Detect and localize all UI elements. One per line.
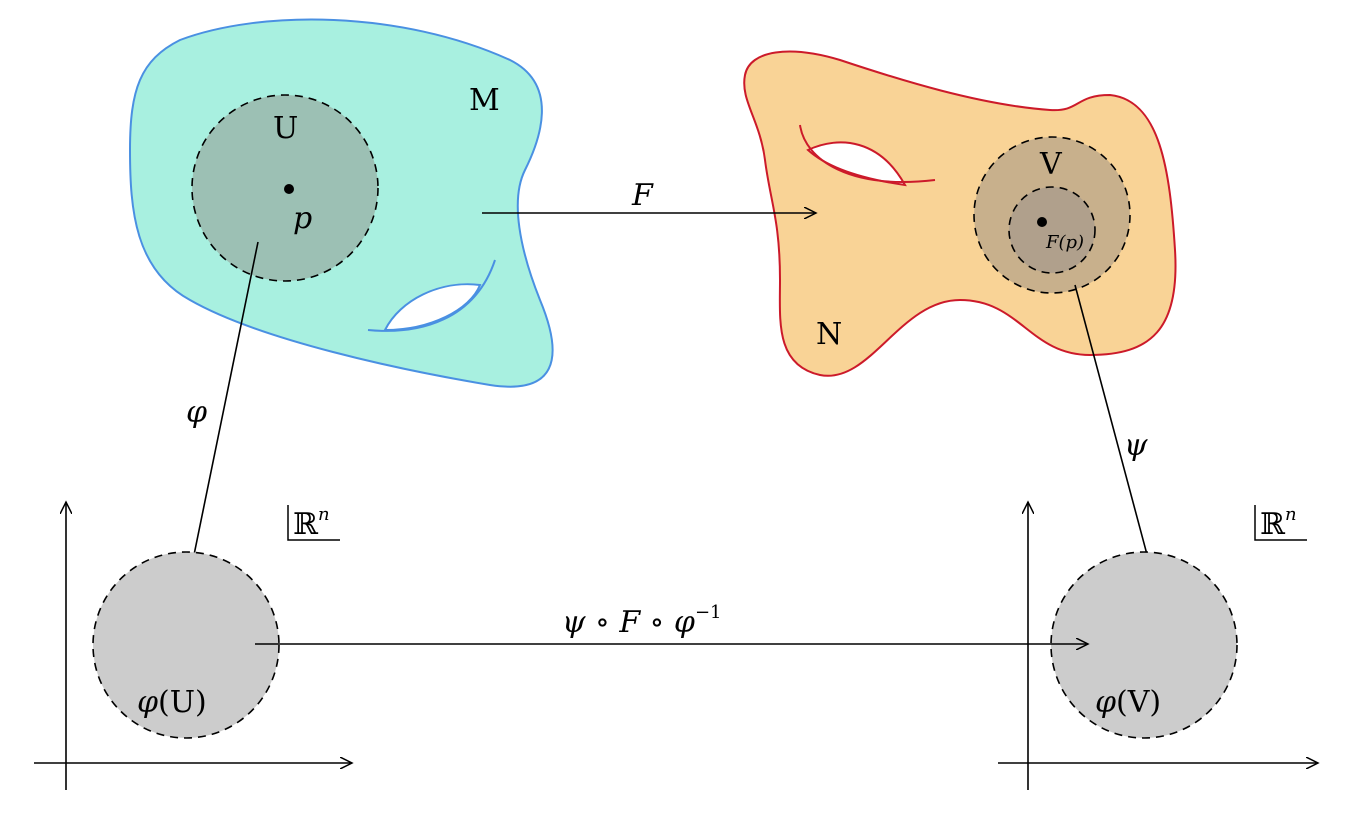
map-f-label: F	[631, 178, 654, 213]
point-fp-dot	[1037, 217, 1047, 227]
point-fp-label: F(p)	[1045, 232, 1084, 253]
image-of-u-label: φ(U)	[137, 685, 207, 720]
manifold-n-hole	[806, 141, 907, 187]
space-left-corner	[287, 505, 340, 541]
open-set-u-label: U	[273, 111, 298, 146]
point-p-dot	[284, 184, 294, 194]
manifold-n-shape	[743, 50, 1177, 377]
space-right-label: ℝn	[1260, 504, 1297, 542]
chart-psi-arrow	[1074, 284, 1157, 592]
point-p-label: p	[293, 201, 312, 236]
transition-map-label: ψ ∘ F ∘ φ−1	[562, 602, 721, 640]
manifold-n-label: N	[816, 317, 842, 352]
image-of-u	[92, 551, 280, 739]
chart-psi-label: ψ	[1124, 428, 1148, 463]
image-neighborhood	[1008, 186, 1096, 274]
image-of-v	[1050, 551, 1238, 739]
manifold-m-hole	[383, 283, 482, 332]
space-right-corner	[1254, 505, 1307, 541]
open-set-v-label: V	[1039, 147, 1063, 182]
manifold-n-hole-edge	[799, 124, 936, 183]
manifold-m-hole-edge	[367, 259, 496, 332]
space-left-label: ℝn	[293, 504, 330, 542]
chart-phi-label: φ	[186, 395, 207, 430]
chart-phi-arrow	[186, 241, 259, 594]
image-of-v-label: φ(V)	[1095, 685, 1161, 720]
manifold-m-label: M	[469, 83, 500, 118]
